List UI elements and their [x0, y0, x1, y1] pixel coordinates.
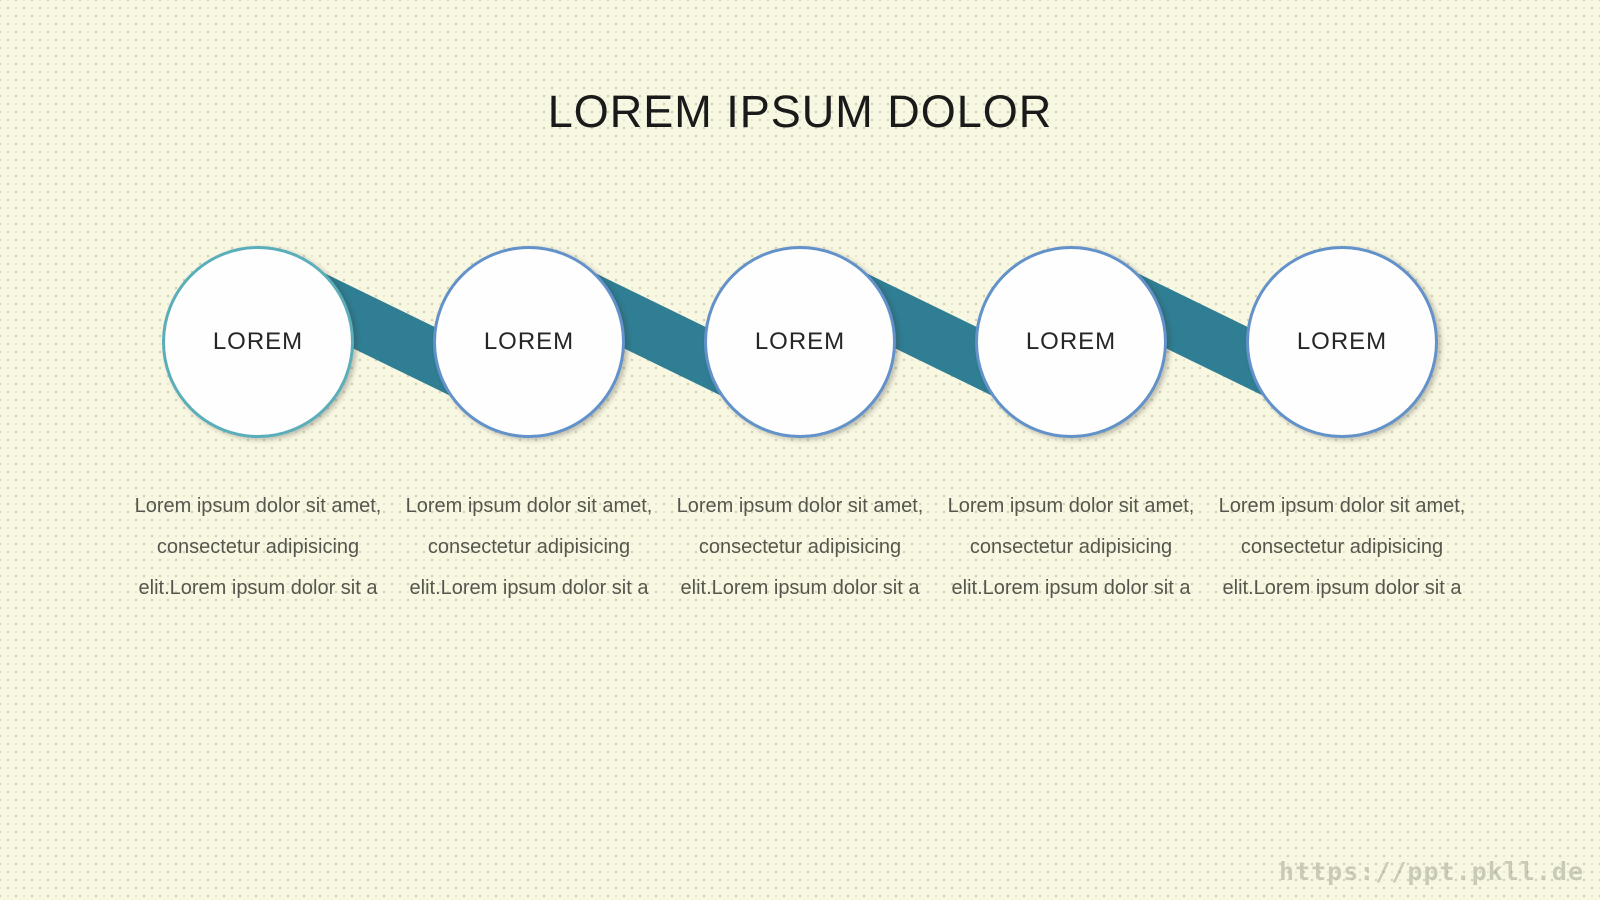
step-label: LOREM [1296, 328, 1388, 355]
step-label: LOREM [1025, 328, 1117, 355]
step-circle-5: LOREM [1246, 246, 1438, 438]
step-description-1: Lorem ipsum dolor sit amet, consectetur … [134, 495, 382, 599]
step-circle-2: LOREM [433, 246, 625, 438]
step-description-5: Lorem ipsum dolor sit amet, consectetur … [1218, 495, 1466, 599]
slide-title: LOREM IPSUM DOLOR [547, 86, 1053, 137]
step-label: LOREM [483, 328, 575, 355]
step-description-2: Lorem ipsum dolor sit amet, consectetur … [405, 495, 653, 599]
watermark-text: https://ppt.pkll.de [1279, 857, 1584, 886]
step-description-4: Lorem ipsum dolor sit amet, consectetur … [947, 495, 1195, 599]
step-circle-4: LOREM [975, 246, 1167, 438]
step-circle-3: LOREM [704, 246, 896, 438]
step-label: LOREM [212, 328, 304, 355]
step-description-3: Lorem ipsum dolor sit amet, consectetur … [676, 495, 924, 599]
step-circle-1: LOREM [162, 246, 354, 438]
step-label: LOREM [754, 328, 846, 355]
